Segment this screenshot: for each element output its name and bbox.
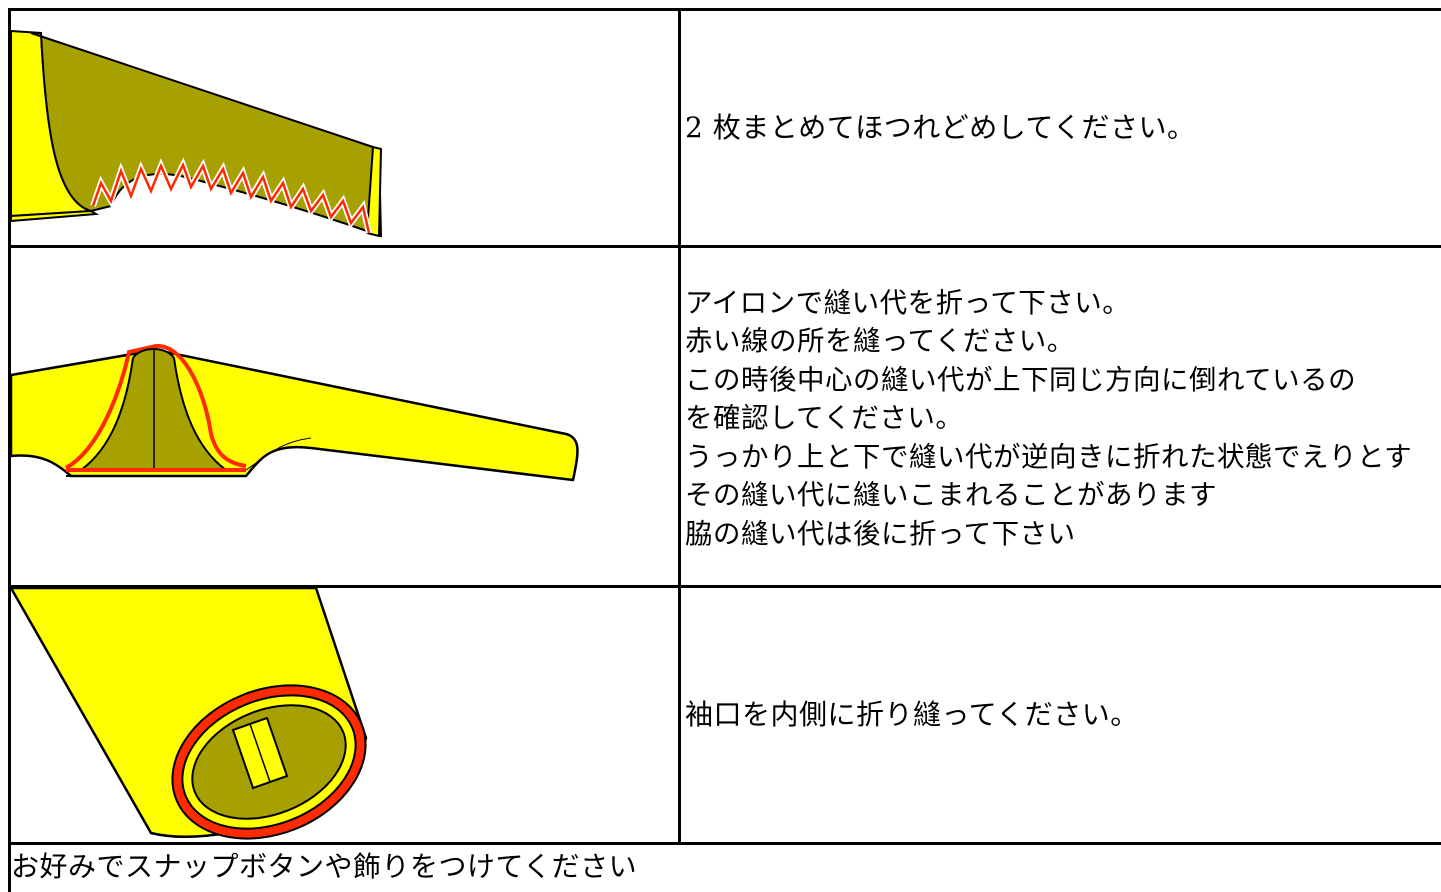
step-2-line: 赤い線の所を縫ってください。: [685, 325, 1075, 358]
footer-text: お好みでスナップボタンや飾りをつけてください: [11, 850, 638, 883]
step-2-text-cell: アイロンで縫い代を折って下さい。 赤い線の所を縫ってください。 この時後中心の縫…: [681, 248, 1441, 585]
step-1-text-cell: 2 枚まとめてほつれどめしてください。: [681, 11, 1441, 245]
row-divider-3: [8, 842, 1441, 845]
step-1-text: 2 枚まとめてほつれどめしてください。: [685, 111, 1196, 144]
step-2-line: 脇の縫い代は後に折って下さい: [685, 517, 1076, 550]
step-3-text: 袖口を内側に折り縫ってください。: [685, 698, 1139, 731]
collar-overlock-illustration: [11, 11, 678, 245]
row-divider-1: [8, 245, 1441, 248]
sleeve-cuff-illustration: [11, 588, 678, 842]
step-2-line: その縫い代に縫いこまれることがあります: [685, 479, 1217, 512]
step-3-text-cell: 袖口を内側に折り縫ってください。: [681, 588, 1441, 842]
step-2-line: この時後中心の縫い代が上下同じ方向に倒れているの: [685, 363, 1357, 396]
step-2-line: を確認してください。: [685, 402, 964, 435]
table-top-border: [8, 8, 1441, 11]
table-left-border: [8, 8, 11, 892]
step-2-line: うっかり上と下で縫い代が逆向きに折れた状態でえりとす: [685, 440, 1413, 473]
step-2-line: アイロンで縫い代を折って下さい。: [685, 286, 1131, 319]
row-divider-2: [8, 585, 1441, 588]
column-divider: [678, 8, 681, 844]
step-2-text: アイロンで縫い代を折って下さい。 赤い線の所を縫ってください。 この時後中心の縫…: [685, 284, 1412, 554]
red-stitch-line: [64, 343, 247, 470]
folded-seam-allowance-illustration: [11, 248, 678, 585]
footer-text-cell: お好みでスナップボタンや飾りをつけてください: [11, 845, 1441, 892]
